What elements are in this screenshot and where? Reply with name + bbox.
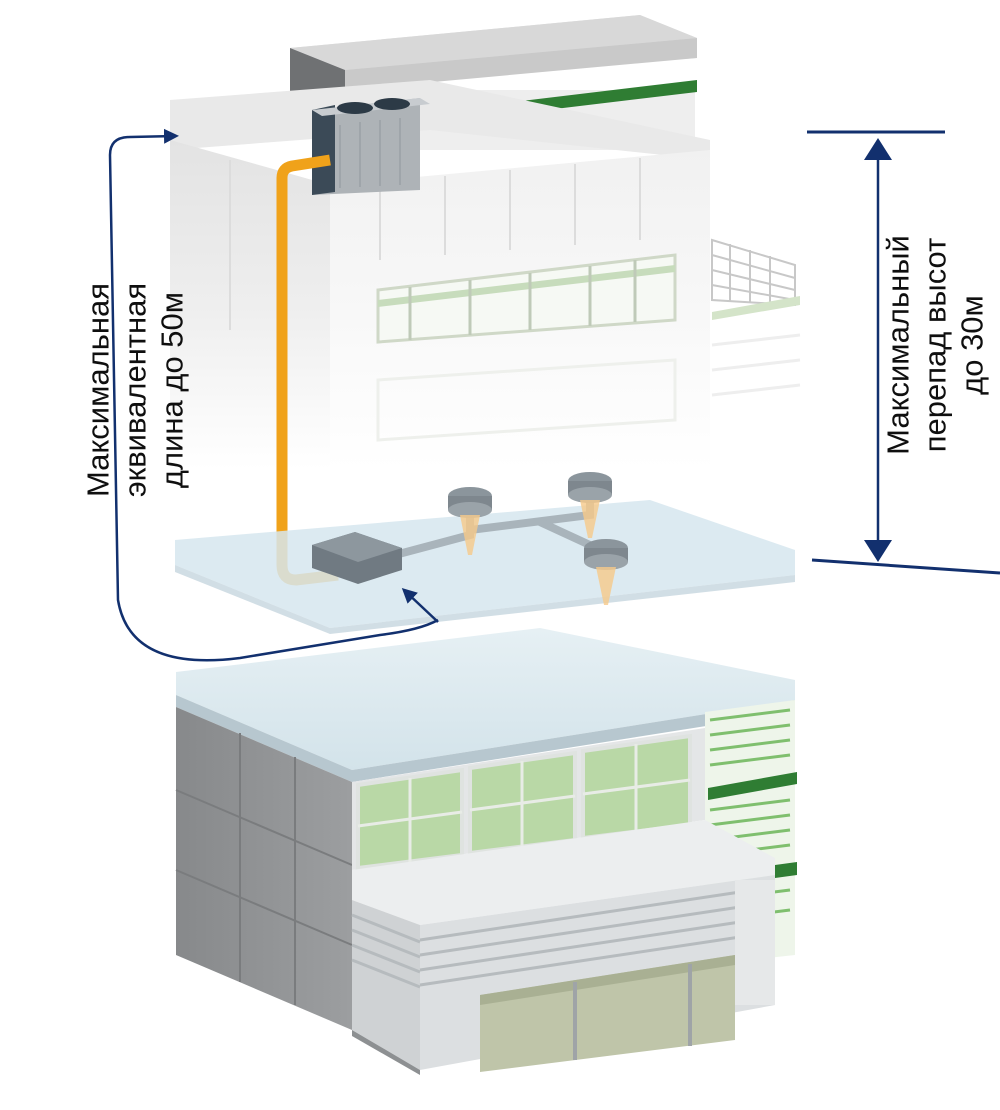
equivalent-length-line1: Максимальная (80, 282, 116, 498)
equivalent-length-label: Максимальная эквивалентная длина до 50м (80, 283, 191, 497)
equivalent-length-line3: длина до 50м (154, 291, 190, 489)
equivalent-length-line2: эквивалентная (117, 282, 153, 498)
arrow-head-icon (401, 587, 439, 623)
height-difference-line3: до 30м (954, 295, 990, 395)
arrow-up-icon (864, 138, 892, 160)
ceiling-cassette (448, 487, 492, 555)
lower-building (175, 628, 797, 1075)
upper-window-band (376, 253, 677, 442)
ceiling-cassette (584, 539, 628, 605)
height-difference-label: Максимальный перепад высот до 30м (880, 235, 991, 455)
equivalent-length-arrow (108, 128, 439, 662)
fan-icon (337, 102, 373, 114)
arrow-down-icon (864, 540, 892, 562)
balcony-railing (711, 238, 796, 307)
ceiling-cassette (568, 472, 612, 538)
height-difference-line2: перепад высот (917, 237, 953, 453)
fan-icon (374, 98, 410, 110)
lower-roof (176, 628, 795, 770)
indoor-floor (175, 472, 795, 634)
height-difference-indicator (807, 130, 1000, 575)
outdoor-unit (312, 98, 430, 195)
upper-building (170, 15, 801, 470)
height-difference-line1: Максимальный (880, 235, 916, 455)
lower-windows (356, 733, 692, 871)
